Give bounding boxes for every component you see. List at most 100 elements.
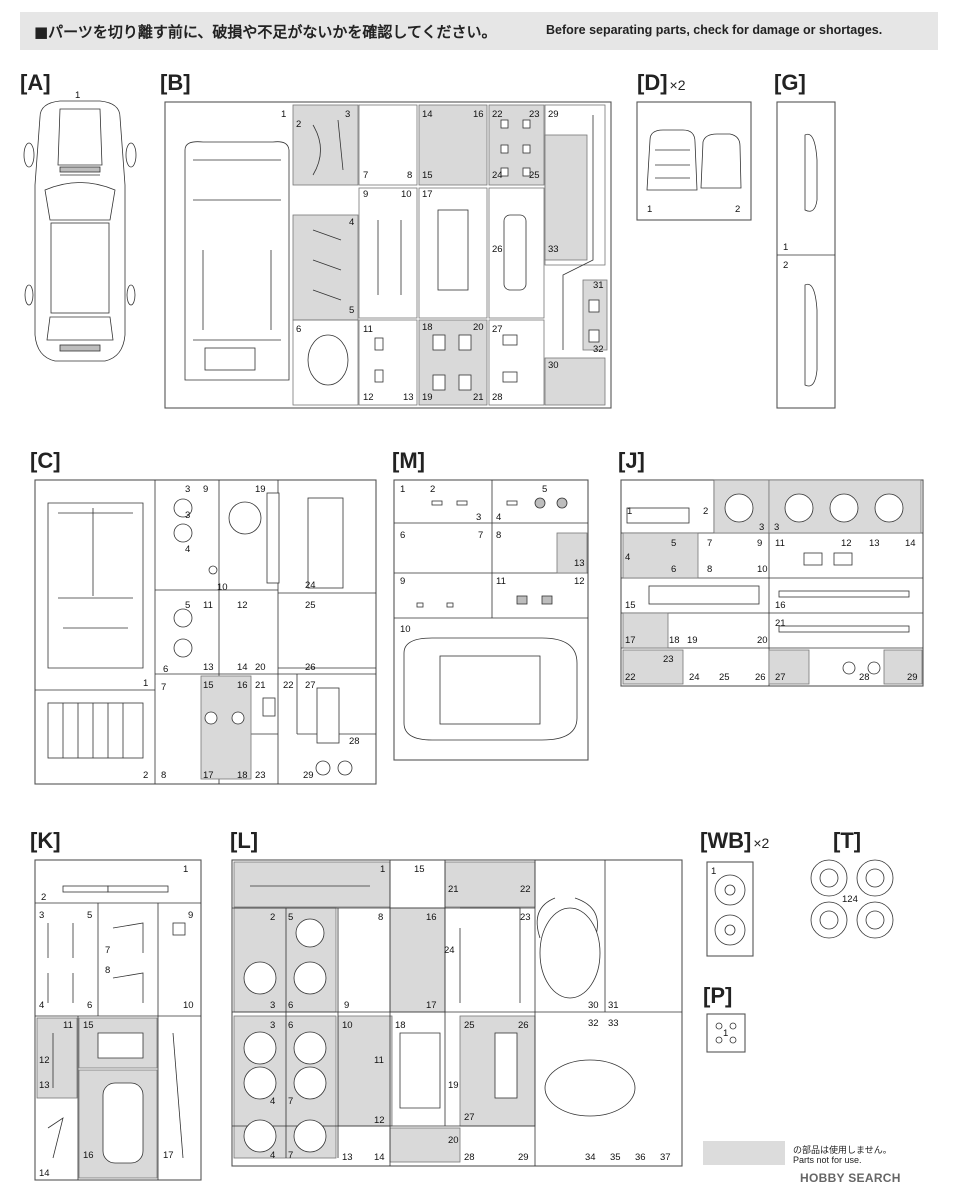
instruction-header: ■パーツを切り離す前に、破損や不足がないかを確認してください。 Before s… xyxy=(20,12,938,50)
part-number: 3 xyxy=(185,484,190,495)
part-number: 19 xyxy=(255,484,266,495)
part-number: 30 xyxy=(588,1000,599,1011)
part-number: 15 xyxy=(422,170,433,181)
part-number: 16 xyxy=(426,912,437,923)
part-number: 1 xyxy=(400,484,405,495)
part-number: 20 xyxy=(448,1135,459,1146)
part-number: 7 xyxy=(288,1096,293,1107)
part-number: 5 xyxy=(288,912,293,923)
part-number: 35 xyxy=(610,1152,621,1163)
part-number: 1 xyxy=(183,864,188,875)
part-number: 124 xyxy=(842,894,858,905)
part-number: 30 xyxy=(548,360,559,371)
part-number: 21 xyxy=(255,680,266,691)
part-number: 29 xyxy=(303,770,314,781)
part-number: 29 xyxy=(548,109,559,120)
part-number: 20 xyxy=(757,635,768,646)
part-number: 12 xyxy=(374,1115,385,1126)
part-number: 2 xyxy=(270,912,275,923)
part-number: 1 xyxy=(281,109,286,120)
part-number: 1 xyxy=(627,506,632,517)
part-number: 2 xyxy=(296,119,301,130)
part-number: 22 xyxy=(283,680,294,691)
runner-g-frame: 1 2 xyxy=(776,101,836,409)
part-number: 6 xyxy=(296,324,301,335)
part-number: 7 xyxy=(363,170,368,181)
part-number: 2 xyxy=(783,260,788,271)
part-number: 29 xyxy=(907,672,918,683)
part-number: 11 xyxy=(363,324,373,335)
part-number: 31 xyxy=(608,1000,619,1011)
part-number: 3 xyxy=(759,522,764,533)
part-number: 19 xyxy=(422,392,433,403)
runner-wb-label: [WB]×2 xyxy=(700,828,770,853)
part-number: 27 xyxy=(464,1112,475,1123)
part-number: 14 xyxy=(374,1152,385,1163)
part-number: 3 xyxy=(185,510,190,521)
part-number: 20 xyxy=(255,662,266,673)
part-number: 2 xyxy=(703,506,708,517)
runner-p-frame: 1 xyxy=(706,1013,746,1053)
part-number: 12 xyxy=(39,1055,50,1066)
part-number: 23 xyxy=(529,109,540,120)
part-number: 27 xyxy=(492,324,503,335)
part-number: 16 xyxy=(237,680,248,691)
part-number: 28 xyxy=(492,392,503,403)
part-number: 10 xyxy=(400,624,411,635)
part-number: 24 xyxy=(444,945,455,956)
part-number: 3 xyxy=(476,512,481,523)
part-number: 37 xyxy=(660,1152,671,1163)
part-number: 14 xyxy=(39,1168,50,1179)
part-number: 19 xyxy=(687,635,698,646)
runner-d-frame: 1 2 xyxy=(636,101,752,221)
part-number: 4 xyxy=(185,544,190,555)
part-number: 12 xyxy=(841,538,852,549)
part-number: 16 xyxy=(83,1150,94,1161)
part-number: 3 xyxy=(270,1020,275,1031)
part-number: 25 xyxy=(464,1020,475,1031)
runner-p-label: [P] xyxy=(703,983,733,1008)
part-number: 11 xyxy=(374,1055,384,1066)
runner-a-label: [A] xyxy=(20,70,51,95)
part-number: 4 xyxy=(270,1096,275,1107)
part-number: 24 xyxy=(492,170,503,181)
part-number: 9 xyxy=(363,189,368,200)
part-number: 7 xyxy=(161,682,166,693)
part-number: 17 xyxy=(163,1150,174,1161)
part-number: 16 xyxy=(775,600,786,611)
runner-l-label: [L] xyxy=(230,828,259,853)
part-number: 10 xyxy=(757,564,768,575)
part-number: 25 xyxy=(529,170,540,181)
part-number: 20 xyxy=(473,322,484,333)
part-number: 12 xyxy=(574,576,585,587)
part-number: 9 xyxy=(400,576,405,587)
part-number: 25 xyxy=(719,672,730,683)
part-number: 4 xyxy=(496,512,501,523)
legend-jp-text: の部品は使用しません。 xyxy=(793,1146,892,1156)
part-number: 4 xyxy=(625,552,630,563)
part-number: 19 xyxy=(448,1080,459,1091)
part-number: 8 xyxy=(105,965,110,976)
part-number: 23 xyxy=(520,912,531,923)
part-number: 1 xyxy=(143,678,148,689)
part-number: 4 xyxy=(39,1000,44,1011)
part-number: 21 xyxy=(473,392,484,403)
part-number: 28 xyxy=(349,736,360,747)
runner-t-drawing: 124 xyxy=(810,859,894,939)
part-number: 1 xyxy=(783,242,788,253)
part-number: 16 xyxy=(473,109,484,120)
part-number: 7 xyxy=(478,530,483,541)
part-number: 22 xyxy=(492,109,503,120)
part-number: 7 xyxy=(105,945,110,956)
runner-j-label: [J] xyxy=(618,448,645,473)
part-number: 34 xyxy=(585,1152,596,1163)
part-number: 5 xyxy=(87,910,92,921)
part-number: 26 xyxy=(518,1020,529,1031)
part-number: 6 xyxy=(87,1000,92,1011)
part-number: 5 xyxy=(671,538,676,549)
part-number: 15 xyxy=(414,864,425,875)
part-number: 26 xyxy=(305,662,316,673)
part-number: 2 xyxy=(143,770,148,781)
runner-j-frame: 1 2 3 3 4 5 6 7 8 9 10 11 12 13 14 15 16… xyxy=(620,479,924,687)
part-number: 14 xyxy=(422,109,433,120)
